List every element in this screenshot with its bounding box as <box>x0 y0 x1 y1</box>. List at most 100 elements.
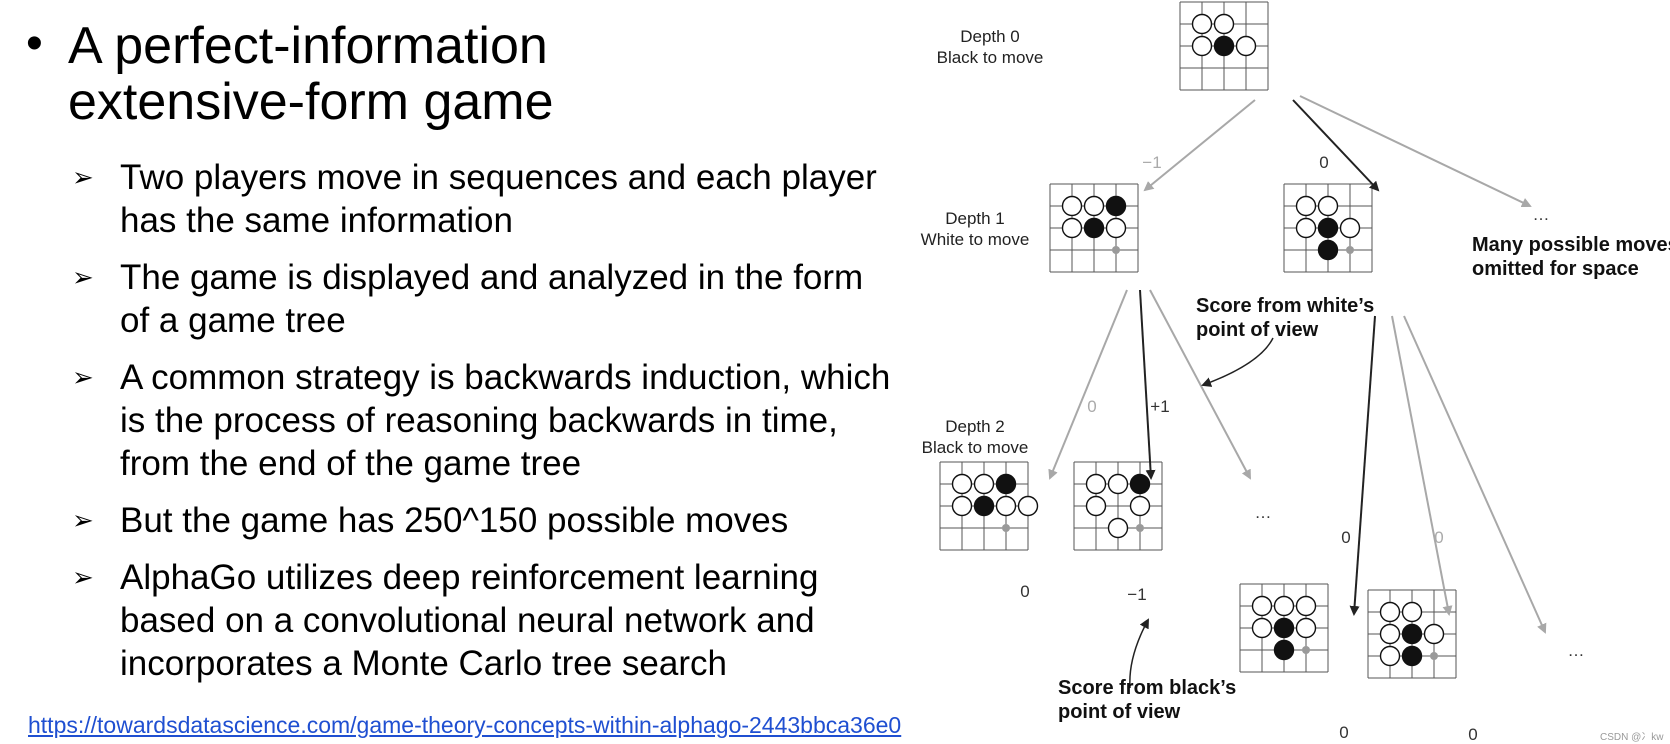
bullet-item: ➢ A common strategy is backwards inductio… <box>72 356 902 485</box>
bullet-text: The game is displayed and analyzed in th… <box>120 258 864 340</box>
white-stone <box>1295 617 1317 639</box>
white-stone <box>1107 473 1129 495</box>
edge-score-root-left: −1 <box>1142 153 1161 172</box>
black-stone <box>1317 239 1339 261</box>
bullet-text: A common strategy is backwards induction… <box>120 358 891 483</box>
white-stone <box>1251 617 1273 639</box>
edge-d1-right-b <box>1391 315 1453 616</box>
note-omitted: Many possible moves <box>1472 234 1670 256</box>
depth2-sub-label: Black to move <box>922 438 1029 457</box>
callout-arrow-black <box>1129 618 1149 689</box>
white-stone <box>1191 35 1213 57</box>
white-stone <box>1251 595 1273 617</box>
black-stone <box>1401 623 1423 645</box>
edge-d1-left-b <box>1139 289 1156 480</box>
note-omitted-line2: omitted for space <box>1472 258 1639 280</box>
title-bullet: • <box>26 17 43 70</box>
last-move-marker <box>1346 246 1354 254</box>
white-stone <box>1085 495 1107 517</box>
edge-root-mid <box>1292 99 1380 192</box>
last-move-marker <box>1302 646 1310 654</box>
black-stone <box>1105 195 1127 217</box>
arrow-bullet-icon: ➢ <box>72 562 94 592</box>
edge-score-d1-left-b: +1 <box>1150 397 1169 416</box>
white-stone <box>995 495 1017 517</box>
leaf-score-2: −1 <box>1127 585 1146 604</box>
last-move-marker <box>1002 524 1010 532</box>
bullet-item: ➢ Two players move in sequences and each … <box>72 156 902 242</box>
note-black-view-line2: point of view <box>1058 701 1181 723</box>
black-stone <box>1401 645 1423 667</box>
last-move-marker <box>1112 246 1120 254</box>
edge-root-omitted <box>1299 95 1532 208</box>
white-stone <box>1061 217 1083 239</box>
white-stone <box>1295 595 1317 617</box>
source-link[interactable]: https://towardsdatascience.com/game-theo… <box>28 712 902 738</box>
black-stone <box>1317 217 1339 239</box>
white-stone <box>1085 473 1107 495</box>
slide-title: A perfect-information extensive-form gam… <box>68 17 554 131</box>
note-black-view: Score from black’s <box>1058 677 1236 699</box>
white-stone <box>951 495 973 517</box>
depth2-label: Depth 2 <box>945 417 1005 436</box>
white-stone <box>1083 195 1105 217</box>
leaf-score-3: 0 <box>1339 723 1348 742</box>
callout-arrow-white <box>1201 337 1274 387</box>
board-leaf-4 <box>1367 589 1457 679</box>
board-root <box>1179 1 1269 91</box>
white-stone <box>951 473 973 495</box>
white-stone <box>1235 35 1257 57</box>
black-stone <box>1083 217 1105 239</box>
white-stone <box>1061 195 1083 217</box>
edge-d1-right-a <box>1349 315 1376 616</box>
black-stone <box>973 495 995 517</box>
bullet-item: ➢The game is displayed and analyzed in t… <box>72 256 902 342</box>
last-move-marker <box>1430 652 1438 660</box>
ellipsis-depth2-left: … <box>1255 503 1272 522</box>
edge-root-left <box>1143 99 1256 192</box>
game-tree-diagram: Depth 0 Black to move Depth 1 White to m… <box>921 1 1670 744</box>
white-stone <box>1295 195 1317 217</box>
white-stone <box>1213 13 1235 35</box>
white-stone <box>1423 623 1445 645</box>
board-leaf-1 <box>939 461 1039 551</box>
edge-score-d1-right-b: 0 <box>1434 528 1443 547</box>
note-white-view: Score from white’s <box>1196 295 1374 317</box>
arrow-bullet-icon: ➢ <box>72 362 94 392</box>
black-stone <box>1213 35 1235 57</box>
white-stone <box>1339 217 1361 239</box>
white-stone <box>1105 217 1127 239</box>
bullet-text: Two players move in sequences and each p… <box>120 158 877 240</box>
white-stone <box>1273 595 1295 617</box>
black-stone <box>1129 473 1151 495</box>
watermark: CSDN @冫kw <box>1600 732 1664 743</box>
ellipsis-depth1: … <box>1533 205 1550 224</box>
board-leaf-2 <box>1073 461 1163 551</box>
arrow-bullet-icon: ➢ <box>72 162 94 192</box>
black-stone <box>1273 639 1295 661</box>
white-stone <box>1379 623 1401 645</box>
edge-d1-right-more <box>1403 315 1547 634</box>
white-stone <box>1107 517 1129 539</box>
depth1-label: Depth 1 <box>945 209 1005 228</box>
arrow-bullet-icon: ➢ <box>72 505 94 535</box>
edge-score-root-mid: 0 <box>1319 153 1328 172</box>
black-stone <box>995 473 1017 495</box>
edge-score-d1-right-a: 0 <box>1341 528 1350 547</box>
note-white-view-line2: point of view <box>1196 319 1319 341</box>
white-stone <box>973 473 995 495</box>
depth0-sub-label: Black to move <box>937 48 1044 67</box>
board-leaf-3 <box>1239 583 1329 673</box>
white-stone <box>1129 495 1151 517</box>
white-stone <box>1379 645 1401 667</box>
depth0-label: Depth 0 <box>960 27 1020 46</box>
leaf-score-4: 0 <box>1468 725 1477 744</box>
bullet-text: But the game has 250^150 possible moves <box>120 501 789 540</box>
edge-score-d1-left-a: 0 <box>1087 397 1096 416</box>
edge-d1-left-more <box>1149 289 1251 480</box>
last-move-marker <box>1136 524 1144 532</box>
leaf-score-1: 0 <box>1020 582 1029 601</box>
white-stone <box>1317 195 1339 217</box>
white-stone <box>1379 601 1401 623</box>
